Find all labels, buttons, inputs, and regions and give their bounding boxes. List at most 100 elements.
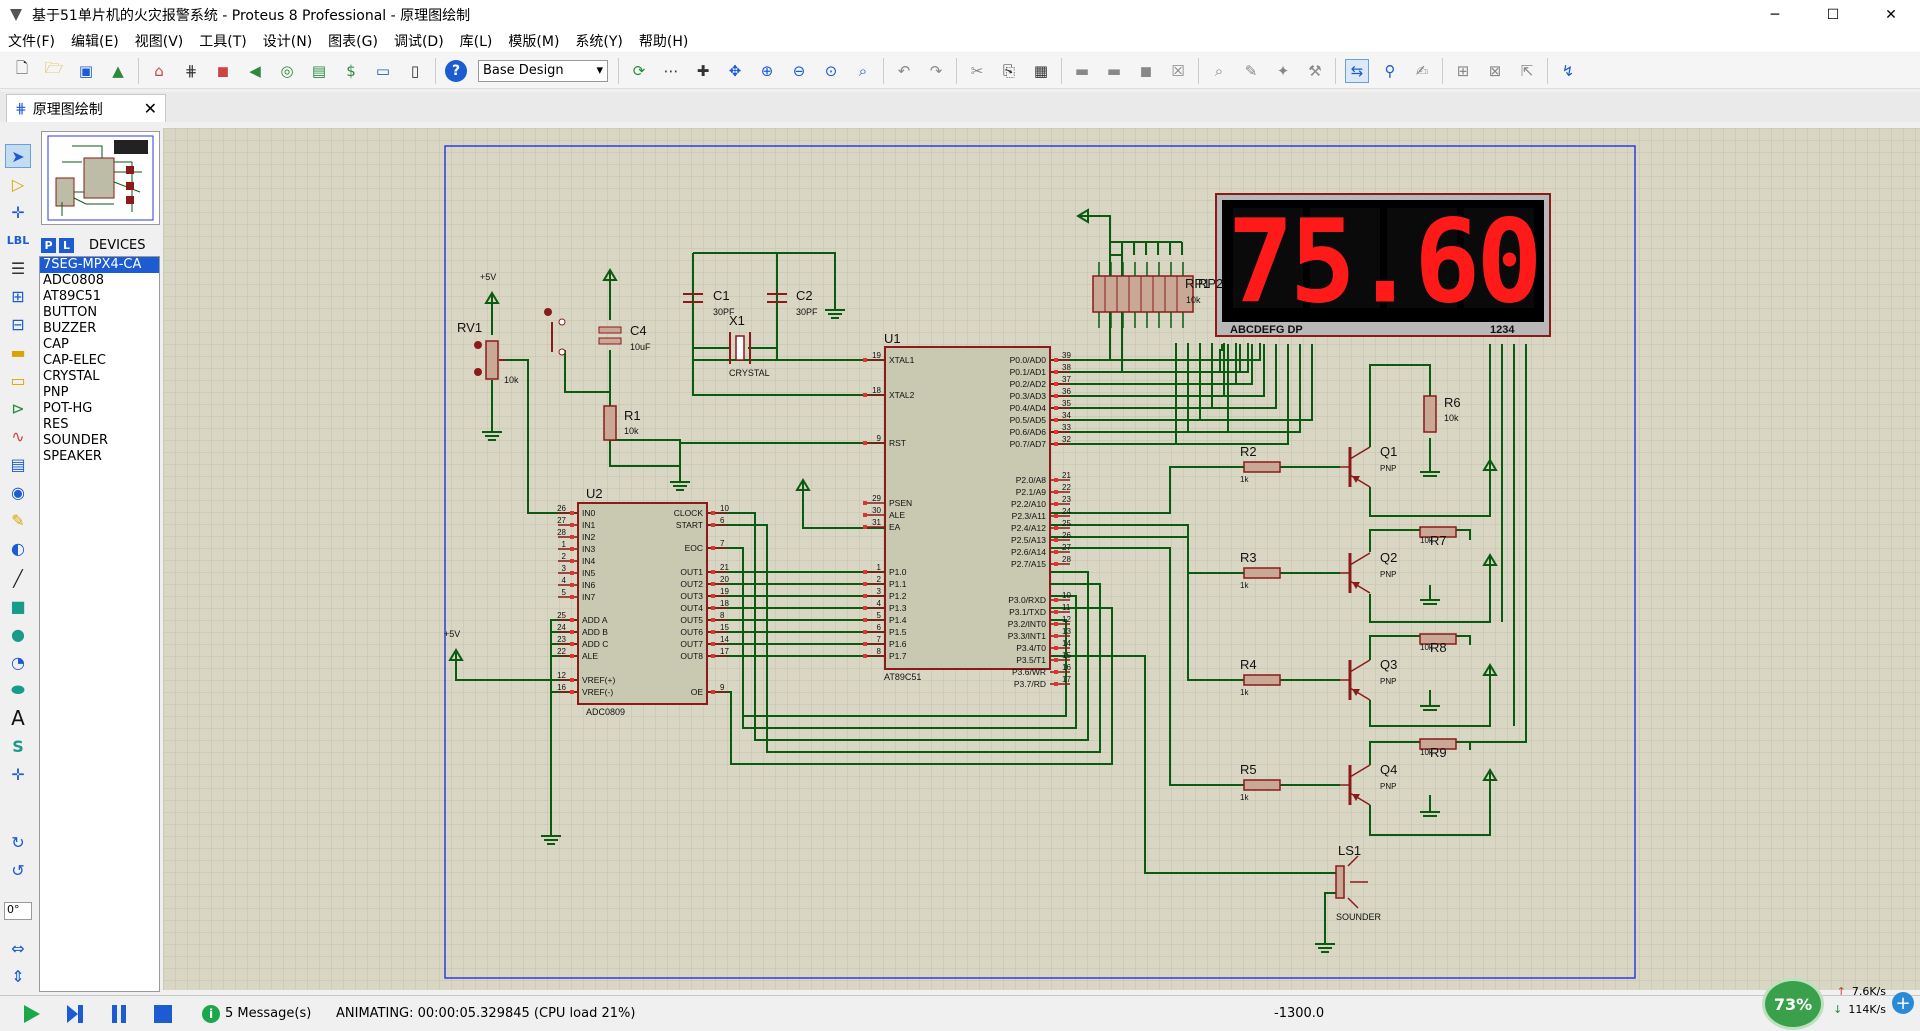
terminal-icon[interactable]: ▬: [10, 342, 26, 362]
capacitor-c2[interactable]: C2 30PF: [767, 288, 818, 317]
menu-debug[interactable]: 调试(D): [393, 34, 444, 50]
overview-preview[interactable]: [41, 131, 160, 225]
wire-label-icon[interactable]: LBL: [6, 233, 30, 247]
block-rotate-icon[interactable]: ◼: [1139, 61, 1153, 80]
grid-icon[interactable]: ⋯: [663, 61, 679, 80]
new-file-icon[interactable]: 🗋: [15, 59, 29, 77]
make-device-icon[interactable]: ✎: [1244, 61, 1258, 80]
graph-icon[interactable]: ⊳: [11, 398, 25, 418]
rotate-counterclockwise-icon[interactable]: ↺: [11, 860, 25, 880]
subcircuit-icon[interactable]: ⊟: [11, 314, 25, 334]
decompose-icon[interactable]: ⚒: [1308, 61, 1322, 80]
block-copy-icon[interactable]: ▬: [1074, 61, 1090, 80]
packaging-icon[interactable]: ✦: [1276, 61, 1290, 80]
netlist-icon[interactable]: ↯: [1561, 61, 1575, 80]
menu-edit[interactable]: 编辑(E): [70, 34, 119, 50]
bus-icon[interactable]: ⊞: [11, 286, 25, 306]
rotation-angle-field[interactable]: 0°: [4, 902, 32, 920]
seven-segment-display[interactable]: 75.60 ABCDEFG DP 1234: [1215, 193, 1551, 337]
capacitor-c1[interactable]: C1 30PF: [683, 288, 735, 317]
resistor-pack[interactable]: RP1 RP2 10k: [1092, 262, 1223, 328]
maximize-button[interactable]: ☐: [1826, 7, 1840, 23]
menu-system[interactable]: 系统(Y): [575, 34, 623, 50]
menu-library[interactable]: 库(L): [459, 34, 493, 50]
redo-icon[interactable]: ↷: [929, 61, 943, 80]
capacitor-c4[interactable]: C4 10uF: [598, 323, 651, 352]
crystal-x1[interactable]: X1 CRYSTAL: [729, 313, 770, 378]
list-item[interactable]: AT89C51: [43, 289, 101, 304]
copy-icon[interactable]: ⎘: [1002, 61, 1015, 80]
marker-tool-icon[interactable]: ✛: [11, 764, 25, 784]
u2-chip[interactable]: [577, 502, 708, 705]
search-tag-icon[interactable]: ⚲: [1384, 61, 1396, 80]
plus-icon[interactable]: +: [1892, 992, 1914, 1014]
close-project-icon[interactable]: ▲: [112, 61, 124, 80]
close-icon[interactable]: ✕: [143, 99, 157, 118]
cut-icon[interactable]: ✂: [970, 61, 984, 80]
menu-template[interactable]: 模版(M): [508, 34, 560, 50]
text-tool-icon[interactable]: A: [11, 706, 25, 730]
play-icon[interactable]: [20, 1003, 42, 1025]
pick-device-icon[interactable]: ⌕: [1214, 61, 1224, 80]
close-window-button[interactable]: ✕: [1885, 7, 1897, 23]
menu-help[interactable]: 帮助(H): [638, 34, 689, 50]
bom-icon[interactable]: ▤: [311, 61, 327, 80]
menu-tools[interactable]: 工具(T): [199, 34, 247, 50]
u1-chip[interactable]: [884, 346, 1051, 670]
source-code-icon[interactable]: ▭: [375, 61, 391, 80]
messages-indicator[interactable]: i 5 Message(s): [202, 996, 311, 1031]
path-tool-icon[interactable]: ⬬: [11, 680, 25, 699]
block-move-icon[interactable]: ▬: [1106, 61, 1122, 80]
new-sheet-icon[interactable]: ⊞: [1456, 61, 1470, 80]
list-item[interactable]: CRYSTAL: [43, 369, 100, 384]
exit-to-parent-icon[interactable]: ⇱: [1520, 61, 1534, 80]
gerber-icon[interactable]: ◀: [249, 61, 261, 80]
component-mode-icon[interactable]: ▷: [11, 174, 25, 194]
origin-icon[interactable]: ✚: [696, 61, 710, 80]
zoom-out-icon[interactable]: ⊖: [792, 61, 806, 80]
pick-devices-button[interactable]: P: [41, 237, 56, 253]
symbol-tool-icon[interactable]: S: [12, 736, 24, 756]
pan-icon[interactable]: ✥: [728, 61, 742, 80]
pcb-icon[interactable]: ◼: [216, 61, 230, 80]
tab-schematic-capture[interactable]: ⋕ 原理图绘制 ✕: [6, 94, 166, 122]
report-icon[interactable]: ▯: [410, 61, 420, 80]
potentiometer-rv1[interactable]: RV1 10k: [457, 320, 519, 385]
list-item[interactable]: BUZZER: [43, 321, 97, 336]
voltage-probe-icon[interactable]: ◉: [11, 482, 25, 502]
mirror-vertical-icon[interactable]: ⇕: [11, 966, 25, 986]
list-item[interactable]: POT-HG: [43, 401, 93, 416]
text-script-icon[interactable]: ☰: [10, 258, 26, 278]
stop-icon[interactable]: [152, 1003, 174, 1025]
arc-tool-icon[interactable]: ◔: [11, 652, 25, 672]
home-icon[interactable]: ⌂: [154, 61, 164, 80]
sounder-ls1[interactable]: LS1 SOUNDER: [1335, 843, 1382, 922]
remove-sheet-icon[interactable]: ⊠: [1488, 61, 1502, 80]
pin-icon[interactable]: ▭: [10, 370, 26, 390]
zoom-area-icon[interactable]: ⌕: [858, 61, 868, 80]
library-manager-button[interactable]: L: [59, 237, 74, 253]
step-icon[interactable]: [64, 1003, 86, 1025]
schematic-icon[interactable]: ⋕: [184, 61, 198, 80]
property-assign-icon[interactable]: ✍: [1415, 61, 1429, 80]
refresh-icon[interactable]: ⟳: [632, 61, 646, 80]
junction-dot-icon[interactable]: ✛: [11, 202, 25, 222]
3d-view-icon[interactable]: ◎: [280, 61, 294, 80]
pause-icon[interactable]: [108, 1003, 130, 1025]
undo-icon[interactable]: ↶: [897, 61, 911, 80]
list-item[interactable]: RES: [43, 417, 69, 432]
reset-button[interactable]: [544, 308, 566, 356]
list-item[interactable]: 7SEG-MPX4-CA: [40, 257, 159, 273]
open-folder-icon[interactable]: 🗁: [44, 59, 64, 77]
menu-view[interactable]: 视图(V): [134, 34, 184, 50]
list-item[interactable]: CAP-ELEC: [43, 353, 106, 368]
block-delete-icon[interactable]: ☒: [1171, 61, 1185, 80]
circle-tool-icon[interactable]: ●: [11, 624, 25, 644]
paste-icon[interactable]: ▦: [1033, 61, 1049, 80]
design-combo[interactable]: Base Design▾: [478, 59, 608, 82]
